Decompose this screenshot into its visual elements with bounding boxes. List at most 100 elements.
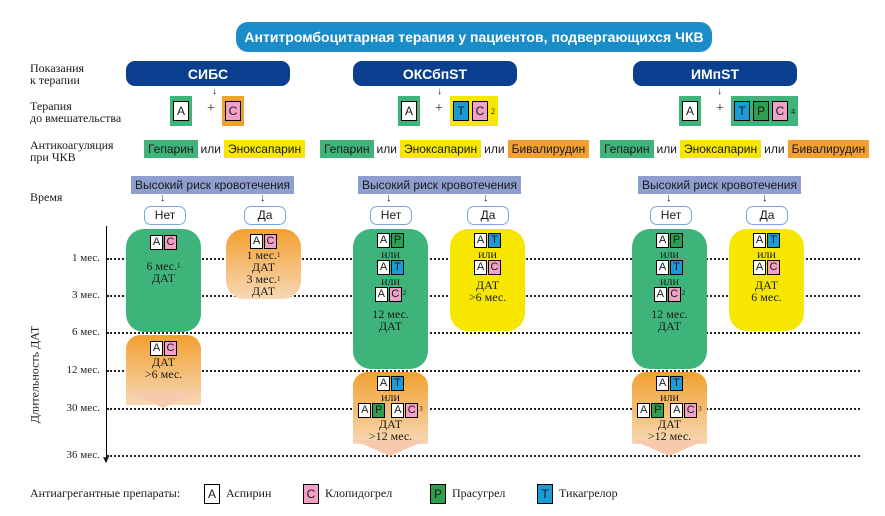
- oks-no-risk-block: A P или A T или A C 2 12 мес. ДАТ: [353, 229, 428, 369]
- legend-title: Антиагрегантные препараты:: [30, 486, 181, 500]
- ticagrelor-box: T: [670, 376, 683, 391]
- legend-label: Клопидогрел: [325, 486, 393, 500]
- aspirin-box: A: [150, 341, 163, 356]
- clopidogrel-box: C: [264, 234, 277, 249]
- no-pill: Нет: [144, 206, 186, 225]
- clopidogrel-box: C: [164, 341, 177, 356]
- dat-text: ДАТ: [754, 278, 779, 292]
- aspirin-box: A: [391, 403, 405, 418]
- no-pill: Нет: [650, 206, 692, 225]
- dat-text: ДАТ: [151, 355, 176, 369]
- prasugrel-box: P: [753, 101, 769, 121]
- or-label: или: [757, 247, 776, 261]
- plus-sign: +: [716, 101, 724, 116]
- clopidogrel-box: C: [767, 260, 780, 275]
- heparin-label: Гепарин: [600, 140, 654, 158]
- footnote-mark: 4: [791, 106, 795, 116]
- bleeding-risk-oks: Высокий риск кровотечения: [358, 176, 521, 194]
- duration-text: 6 мес.: [751, 290, 782, 304]
- dat-text: ДАТ: [378, 417, 403, 431]
- legend-item-prasugrel: P Прасугрел: [430, 484, 505, 504]
- dat-text: ДАТ: [657, 319, 682, 333]
- legend-label: Аспирин: [226, 486, 272, 500]
- time-axis: [106, 226, 107, 462]
- bivalirudin-label: Бивалирудин: [507, 140, 590, 158]
- bleeding-risk-sibs: Высокий риск кровотечения: [131, 176, 294, 194]
- sibs-high-risk-block: A C 1 мес.1 ДАТ 3 мес.1 ДАТ: [226, 229, 301, 299]
- clopidogrel-box: C: [225, 101, 241, 121]
- aspirin-box: A: [656, 233, 669, 248]
- ticagrelor-box: T: [488, 233, 501, 248]
- aspirin-box: A: [753, 260, 766, 275]
- sibs-no-risk-block: A C 6 мес.1 ДАТ: [126, 229, 201, 332]
- clopidogrel-box: C: [405, 403, 419, 418]
- or-label: или: [376, 142, 397, 156]
- or-label: или: [764, 142, 785, 156]
- dat-text: ДАТ: [251, 284, 276, 298]
- tick-label: 30 мес.: [66, 402, 101, 414]
- heparin-label: Гепарин: [144, 140, 198, 158]
- axis-arrow-icon: ▼: [101, 455, 111, 466]
- aspirin-box: A: [753, 233, 766, 248]
- arrow-icon: ↓: [260, 192, 266, 204]
- extension-arrow: [126, 390, 200, 408]
- legend-item-clopidogrel: C Клопидогрел: [303, 484, 392, 504]
- or-label: или: [656, 142, 677, 156]
- pre-therapy-p2y12: T P C 4: [731, 96, 798, 126]
- bivalirudin-label: Бивалирудин: [787, 140, 870, 158]
- legend-label: Тикагрелор: [559, 486, 618, 500]
- tick-label: 12 мес.: [66, 364, 101, 376]
- ticagrelor-box: T: [767, 233, 780, 248]
- ticagrelor-box: T: [670, 260, 683, 275]
- ticagrelor-box: T: [453, 101, 469, 121]
- footnote-mark: 1: [277, 251, 281, 259]
- clopidogrel-box: C: [164, 235, 177, 250]
- aspirin-box: A: [377, 260, 390, 275]
- aspirin-box: A: [653, 287, 667, 302]
- aspirin-box: A: [377, 376, 390, 391]
- im-high-risk-block: A T или A C ДАТ 6 мес.: [729, 229, 804, 331]
- yes-pill: Да: [244, 206, 286, 225]
- dat-text: ДАТ: [475, 278, 500, 292]
- arrow-icon: ↓: [160, 192, 166, 204]
- clopidogrel-box: C: [772, 101, 788, 121]
- prasugrel-box: P: [391, 233, 404, 248]
- aspirin-box: A: [401, 101, 417, 121]
- footnote-mark: 3: [698, 405, 702, 413]
- duration-text: 12 мес.: [372, 307, 409, 321]
- legend-item-ticagrelor: T Тикагрелор: [537, 484, 618, 504]
- enoxaparin-label: Эноксапарин: [223, 140, 306, 158]
- aspirin-box: A: [374, 287, 388, 302]
- or-label: или: [478, 247, 497, 261]
- prasugrel-box: P: [651, 403, 665, 418]
- oks-high-risk-block: A T или A C ДАТ >6 мес.: [450, 229, 525, 331]
- footnote-mark: 1: [277, 275, 281, 283]
- or-label: или: [381, 274, 400, 288]
- header-sibs: СИБС: [126, 61, 290, 86]
- aspirin-box: A: [250, 234, 263, 249]
- tick-label: 6 мес.: [72, 326, 100, 338]
- aspirin-box: A: [474, 260, 487, 275]
- gridline-12m: [107, 370, 860, 372]
- clopidogrel-box: C: [472, 101, 488, 121]
- prasugrel-box: P: [430, 484, 446, 504]
- arrow-icon: ↓: [717, 86, 722, 97]
- tick-label: 36 мес.: [66, 449, 101, 461]
- footnote-mark: 1: [177, 262, 181, 270]
- or-label: или: [381, 247, 400, 261]
- arrow-icon: ↓: [666, 192, 672, 204]
- im-no-risk-block: A P или A T или A C 2 12 мес. ДАТ: [632, 229, 707, 369]
- enoxaparin-label: Эноксапарин: [399, 140, 482, 158]
- duration-text: 1 мес.: [246, 248, 278, 262]
- dat-text: ДАТ: [151, 271, 176, 285]
- pre-therapy-p2y12: T C 2: [450, 96, 498, 126]
- clopidogrel-box: C: [684, 403, 698, 418]
- prasugrel-box: P: [372, 403, 386, 418]
- or-label: или: [200, 142, 221, 156]
- yes-pill: Да: [467, 206, 509, 225]
- clopidogrel-box: C: [488, 260, 501, 275]
- duration-text: 6 мес.: [146, 259, 178, 273]
